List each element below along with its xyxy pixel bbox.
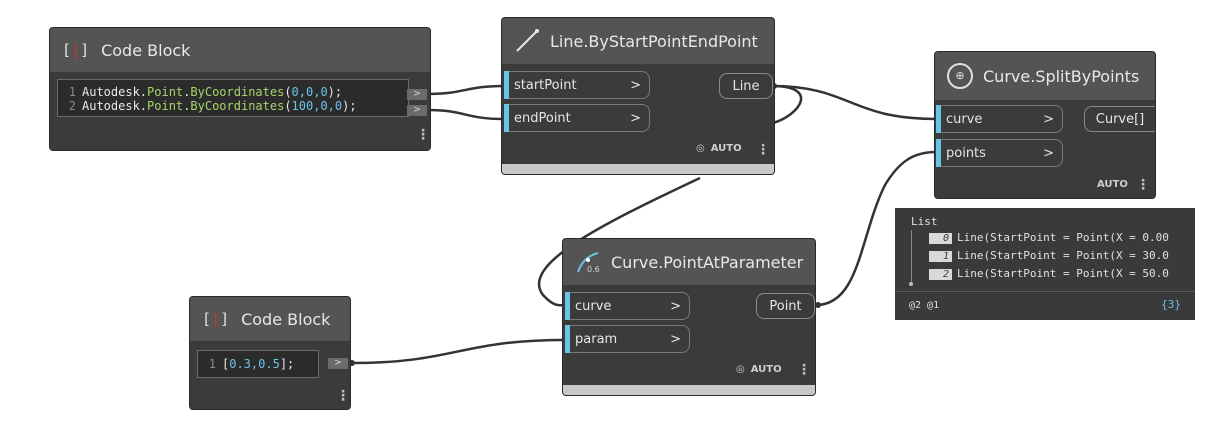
curve-point-at-parameter-node[interactable]: 0.6 Curve.PointAtParameter curve> param>… — [563, 239, 815, 395]
wire-cb1-line2-to-endpoint — [427, 108, 505, 121]
preview-tree-line — [911, 230, 912, 284]
preview-footer: @2 @1 {3} — [895, 291, 1195, 320]
input-port-curve[interactable]: curve> — [936, 105, 1063, 133]
run-mode-indicator[interactable]: AUTO — [1097, 179, 1128, 190]
input-port-startpoint[interactable]: startPoint> — [504, 71, 650, 99]
node-header[interactable]: Line.ByStartPointEndPoint — [502, 18, 774, 64]
node-header[interactable]: 0.6 Curve.PointAtParameter — [563, 239, 815, 285]
node-menu-icon[interactable]: ⋮ — [797, 362, 811, 378]
preview-tree-node — [909, 282, 913, 286]
node-status-bar — [563, 385, 815, 395]
code-editor[interactable]: 1[0.3,0.5]; — [197, 350, 319, 378]
run-mode-indicator[interactable]: ◎AUTO — [696, 143, 742, 154]
node-header[interactable]: [|] Code Block — [190, 297, 350, 341]
input-port-points[interactable]: points> — [936, 139, 1063, 167]
input-port-endpoint[interactable]: endPoint> — [504, 104, 650, 132]
run-mode-indicator[interactable]: ◎AUTO — [736, 364, 782, 375]
node-menu-icon[interactable]: ⋮ — [416, 127, 430, 143]
preview-list-header: List — [911, 215, 938, 228]
line-node-icon — [516, 29, 539, 52]
wire-line-to-split-curve — [771, 84, 937, 121]
output-port-2[interactable]: > — [407, 105, 427, 116]
output-port-1[interactable]: > — [407, 89, 427, 100]
node-title: Code Block — [101, 40, 191, 60]
wire-cb1-line1-to-startpoint — [427, 84, 505, 96]
point-at-parameter-icon: 0.6 — [575, 249, 601, 275]
code-block-icon: [|] — [202, 310, 230, 328]
curve-split-by-points-node[interactable]: ⊕ Curve.SplitByPoints curve> points> Cur… — [935, 52, 1155, 198]
wire-cb2-to-param — [351, 338, 566, 365]
input-port-param[interactable]: param> — [565, 325, 690, 353]
node-title: Curve.PointAtParameter — [611, 252, 804, 272]
output-port[interactable]: > — [328, 358, 348, 369]
output-port-point[interactable]: Point — [756, 293, 815, 319]
node-menu-icon[interactable]: ⋮ — [336, 388, 350, 404]
list-levels[interactable]: @2 @1 — [909, 300, 940, 311]
output-port-line[interactable]: Line — [719, 73, 773, 99]
code-block-node-2[interactable]: [|] Code Block 1[0.3,0.5]; > ⋮ — [190, 297, 350, 409]
node-header[interactable]: [|] Code Block — [50, 28, 430, 72]
output-port-curves[interactable]: Curve[] — [1084, 106, 1155, 132]
node-menu-icon[interactable]: ⋮ — [756, 142, 770, 158]
node-status-bar — [502, 164, 774, 174]
node-menu-icon[interactable]: ⋮ — [1136, 177, 1150, 193]
input-port-curve[interactable]: curve> — [565, 292, 690, 320]
item-count: {3} — [1161, 298, 1181, 311]
code-block-icon: [|] — [62, 41, 90, 59]
preview-hidden-icon: ◎ — [736, 364, 745, 375]
preview-hidden-icon: ◎ — [696, 143, 705, 154]
split-curve-icon: ⊕ — [947, 63, 973, 89]
node-title: Curve.SplitByPoints — [983, 66, 1140, 86]
node-title: Code Block — [241, 309, 331, 329]
line-by-start-end-node[interactable]: Line.ByStartPointEndPoint startPoint> en… — [502, 18, 774, 174]
node-title: Line.ByStartPointEndPoint — [550, 31, 758, 51]
node-header[interactable]: ⊕ Curve.SplitByPoints — [935, 52, 1155, 100]
